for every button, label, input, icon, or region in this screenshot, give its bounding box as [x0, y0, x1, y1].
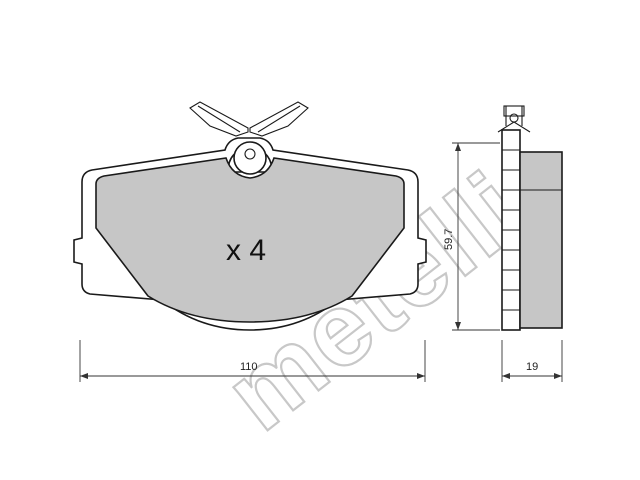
height-label: 59.7	[443, 229, 455, 250]
pad-front-view: x 4	[73, 101, 427, 331]
thickness-label: 19	[526, 361, 538, 373]
width-label: 110	[240, 361, 258, 373]
thickness-dimension: 19	[501, 340, 563, 382]
side-clip	[497, 105, 531, 133]
friction-material	[95, 157, 405, 323]
side-friction-block	[519, 151, 563, 329]
height-dimension: 59.7	[443, 142, 500, 331]
spring-clip	[189, 101, 309, 137]
mounting-lug	[227, 141, 273, 175]
pad-side-view	[497, 105, 563, 331]
width-dimension: 110	[79, 340, 426, 382]
lug-hole	[244, 148, 256, 160]
quantity-label: x 4	[226, 234, 266, 267]
